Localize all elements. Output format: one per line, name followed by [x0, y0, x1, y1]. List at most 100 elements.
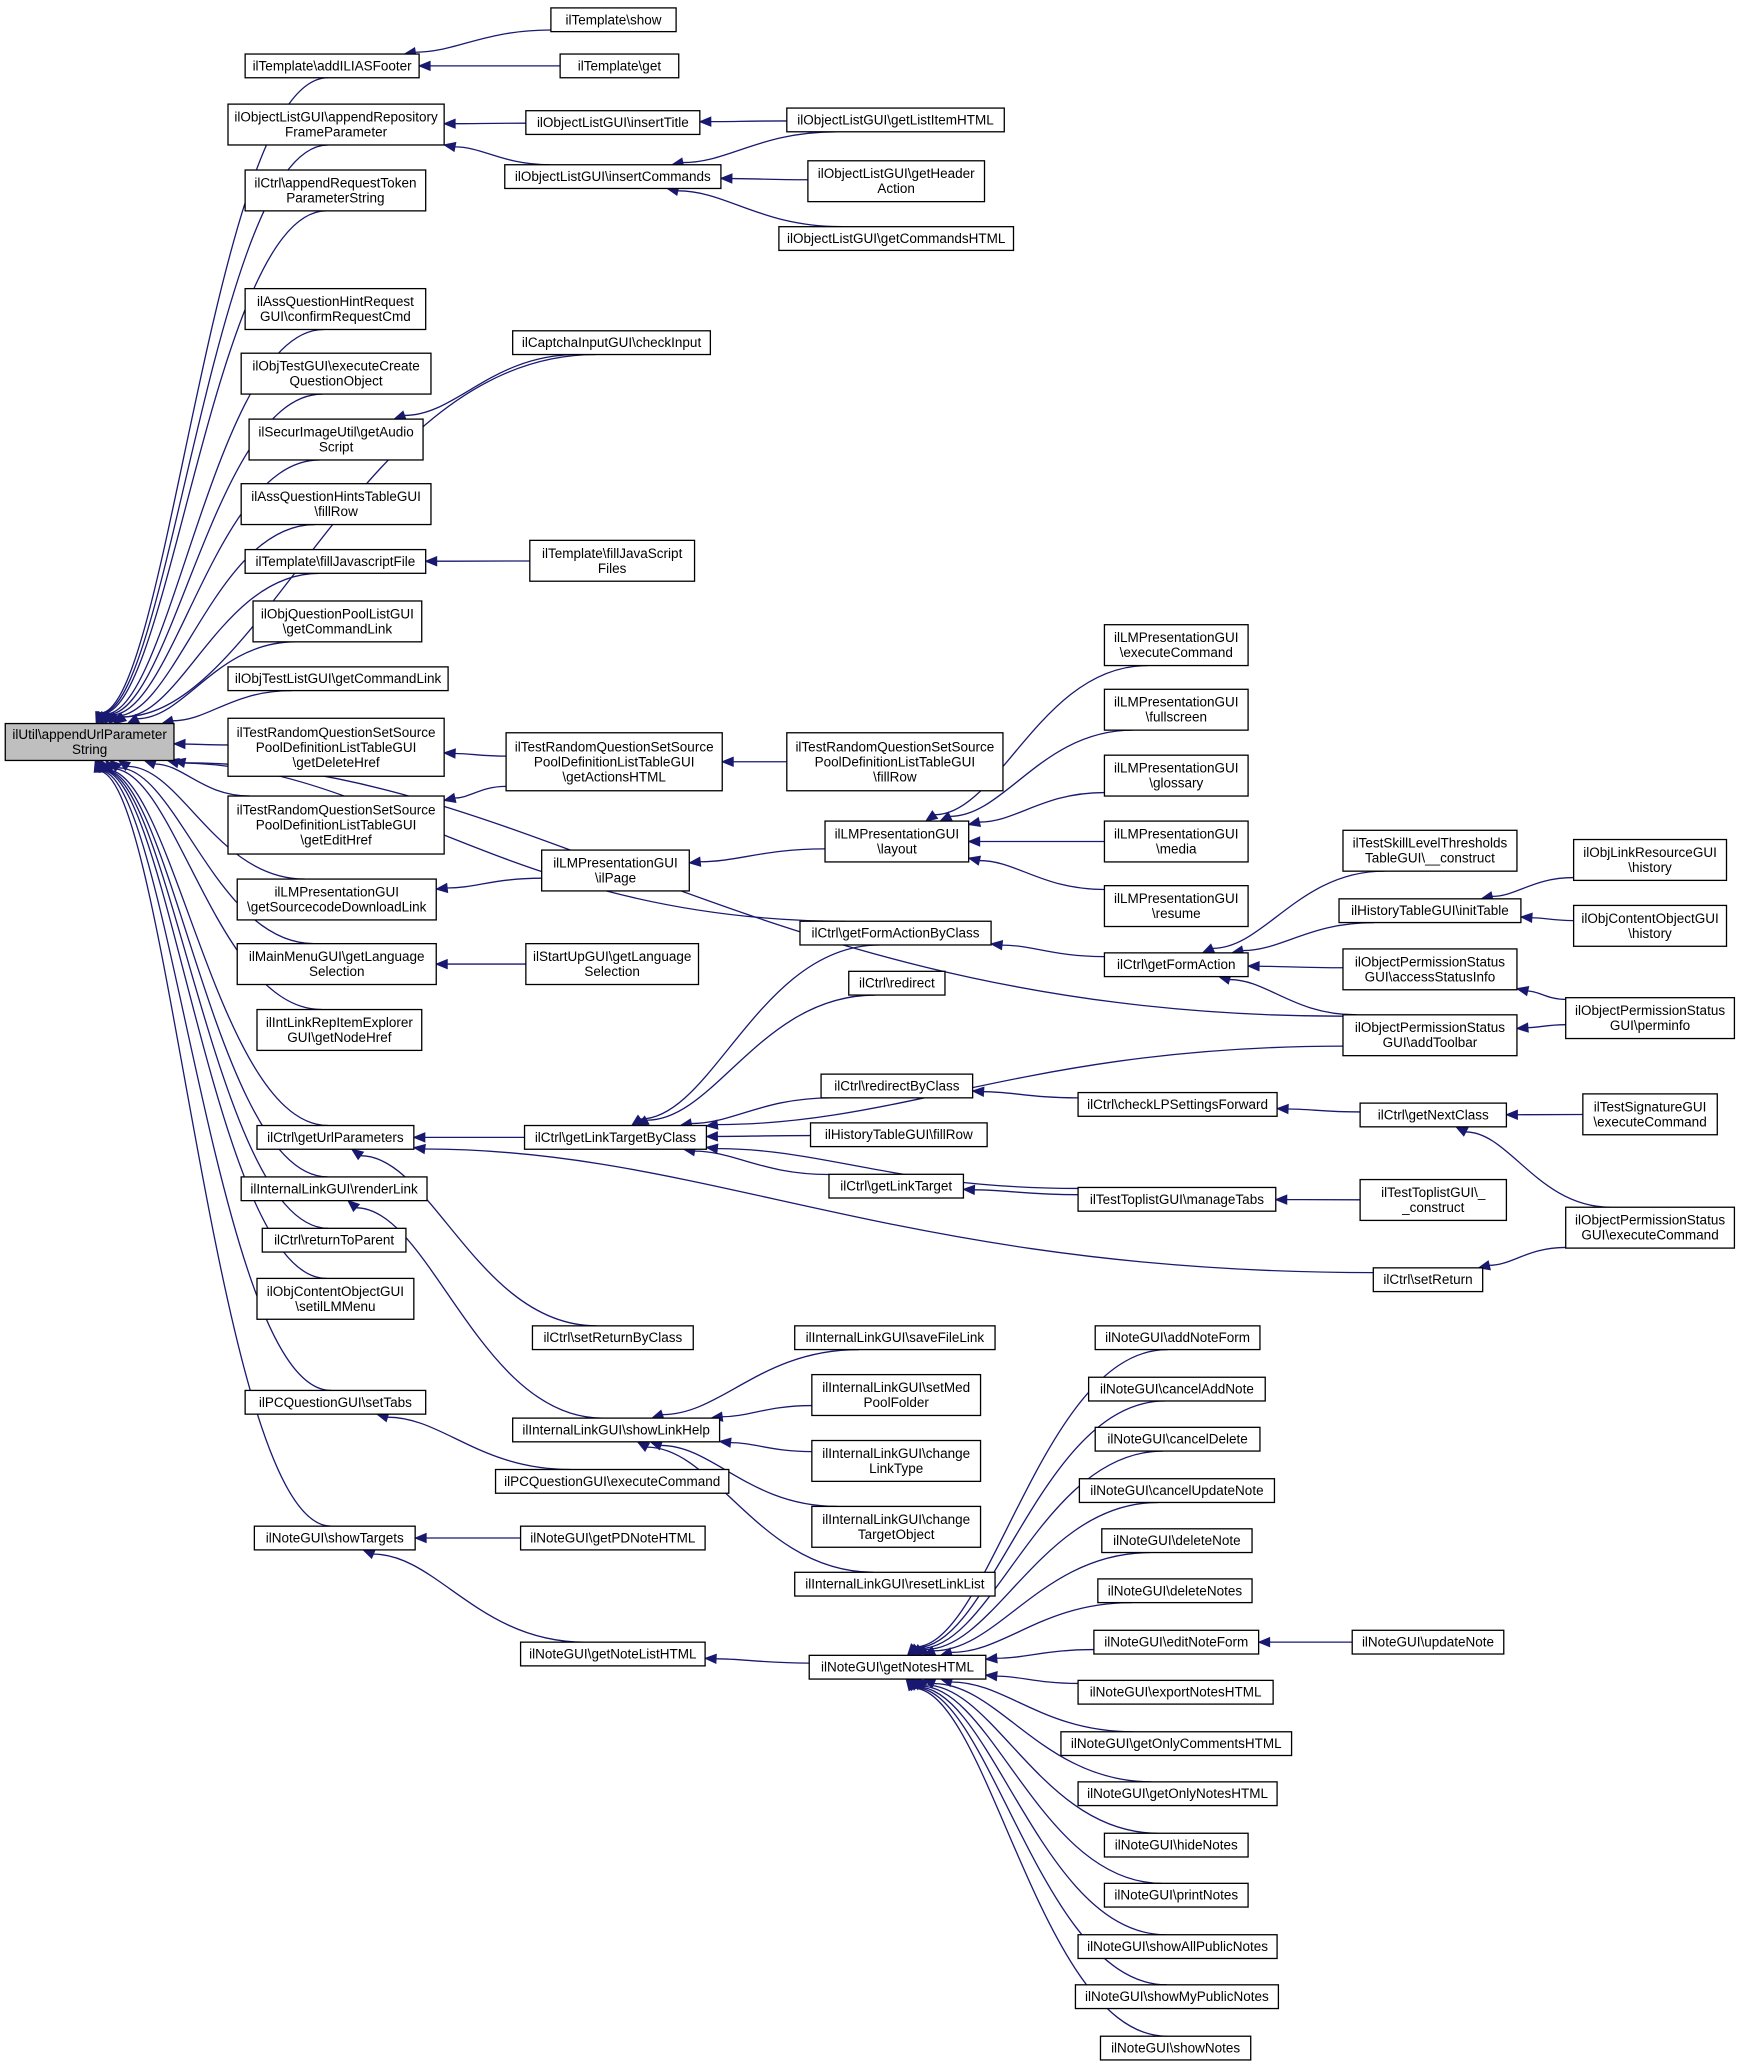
node-box[interactable] — [240, 483, 432, 526]
node-box[interactable] — [240, 352, 432, 395]
node-box[interactable] — [550, 7, 677, 33]
graph-node-n50[interactable]: ilCtrl\redirect — [848, 970, 946, 996]
graph-node-n43[interactable]: ilTestSkillLevelThresholdsTableGUI\__con… — [1342, 829, 1518, 872]
node-box[interactable] — [1103, 1832, 1249, 1858]
node-box[interactable] — [1077, 1679, 1274, 1705]
node-box[interactable] — [519, 1641, 706, 1667]
node-box[interactable] — [1101, 1528, 1253, 1554]
node-box[interactable] — [1077, 1781, 1278, 1807]
node-box[interactable] — [1103, 885, 1249, 928]
graph-node-n87[interactable]: ilNoteGUI\showMyPublicNotes — [1074, 1984, 1280, 2010]
graph-node-n74[interactable]: ilNoteGUI\cancelAddNote — [1087, 1376, 1266, 1402]
graph-node-n72[interactable]: ilNoteGUI\getNotesHTML — [808, 1654, 987, 1680]
node-box[interactable] — [1372, 1267, 1484, 1293]
node-box[interactable] — [504, 164, 722, 190]
graph-node-n28[interactable]: ilObjectListGUI\getCommandsHTML — [778, 226, 1015, 252]
node-box[interactable] — [244, 1389, 427, 1415]
node-box[interactable] — [1099, 2035, 1252, 2061]
node-box[interactable] — [1582, 1093, 1718, 1136]
node-box[interactable] — [1097, 1578, 1253, 1604]
graph-node-n4[interactable]: ilAssQuestionHintRequestGUI\confirmReque… — [244, 287, 427, 331]
node-box[interactable] — [252, 600, 423, 643]
node-box[interactable] — [1572, 904, 1728, 947]
graph-node-n17[interactable]: ilInternalLinkGUI\renderLink — [240, 1176, 428, 1202]
node-box[interactable] — [253, 1525, 416, 1551]
graph-node-n16[interactable]: ilCtrl\getUrlParameters — [256, 1124, 415, 1150]
node-box[interactable] — [1077, 1186, 1277, 1212]
graph-node-n31[interactable]: ilTestRandomQuestionSetSourcePoolDefinit… — [505, 732, 723, 792]
node-box[interactable] — [811, 1373, 982, 1417]
graph-node-n73[interactable]: ilNoteGUI\addNoteForm — [1094, 1325, 1261, 1351]
graph-node-n36[interactable]: ilLMPresentationGUI\fullscreen — [1103, 688, 1249, 731]
graph-node-n71[interactable]: ilNoteGUI\getNoteListHTML — [519, 1641, 706, 1667]
node-box[interactable] — [1342, 948, 1518, 991]
node-box[interactable] — [244, 287, 427, 331]
node-box[interactable] — [1074, 1984, 1280, 2010]
graph-node-n69[interactable]: ilPCQuestionGUI\executeCommand — [494, 1468, 730, 1494]
graph-node-n68[interactable]: ilInternalLinkGUI\resetLinkList — [794, 1571, 996, 1597]
node-box[interactable] — [505, 732, 723, 792]
graph-node-n13[interactable]: ilLMPresentationGUI\getSourcecodeDownloa… — [236, 878, 437, 921]
graph-node-n60[interactable]: ilObjectPermissionStatusGUI\executeComma… — [1565, 1206, 1736, 1249]
graph-node-n70[interactable]: ilNoteGUI\getPDNoteHTML — [519, 1525, 706, 1551]
graph-node-n61[interactable]: ilCtrl\setReturn — [1372, 1267, 1484, 1293]
graph-node-n46[interactable]: ilObjContentObjectGUI\history — [1572, 904, 1728, 947]
graph-node-n57[interactable]: ilCtrl\getLinkTarget — [828, 1173, 965, 1199]
node-box[interactable] — [778, 226, 1015, 252]
graph-node-n38[interactable]: ilLMPresentationGUI\media — [1103, 820, 1249, 863]
node-box[interactable] — [808, 1654, 987, 1680]
graph-node-n11[interactable]: ilTestRandomQuestionSetSourcePoolDefinit… — [227, 717, 445, 777]
node-box[interactable] — [1359, 1178, 1508, 1222]
graph-node-n82[interactable]: ilNoteGUI\getOnlyCommentsHTML — [1060, 1731, 1293, 1757]
graph-node-n37[interactable]: ilLMPresentationGUI\glossary — [1103, 754, 1249, 797]
node-box[interactable] — [541, 849, 690, 892]
node-box[interactable] — [1565, 1206, 1736, 1249]
graph-node-n8[interactable]: ilTemplate\fillJavascriptFile — [244, 548, 427, 574]
node-box[interactable] — [811, 1505, 982, 1548]
graph-node-n77[interactable]: ilNoteGUI\deleteNote — [1101, 1528, 1253, 1554]
node-box[interactable] — [828, 1173, 965, 1199]
node-box[interactable] — [1078, 1478, 1276, 1504]
node-box[interactable] — [1338, 898, 1522, 924]
node-box[interactable] — [531, 1325, 694, 1351]
node-box[interactable] — [1060, 1731, 1293, 1757]
node-box[interactable] — [559, 53, 680, 79]
node-box[interactable] — [786, 107, 1005, 133]
node-box[interactable] — [1342, 829, 1518, 872]
node-box[interactable] — [1351, 1629, 1505, 1655]
graph-node-n85[interactable]: ilNoteGUI\printNotes — [1103, 1882, 1249, 1908]
node-box[interactable] — [227, 666, 449, 692]
graph-node-n47[interactable]: ilObjectPermissionStatusGUI\accessStatus… — [1342, 948, 1518, 991]
node-box[interactable] — [1093, 1629, 1260, 1655]
node-box[interactable] — [248, 418, 424, 461]
node-box[interactable] — [1087, 1376, 1266, 1402]
node-box[interactable] — [1103, 820, 1249, 863]
node-box[interactable] — [1103, 688, 1249, 731]
node-box[interactable] — [1103, 624, 1249, 667]
graph-node-n45[interactable]: ilObjLinkResourceGUI\history — [1572, 838, 1728, 882]
node-box[interactable] — [227, 103, 445, 146]
node-box[interactable] — [256, 1008, 423, 1052]
node-box[interactable] — [244, 169, 427, 212]
node-box[interactable] — [848, 970, 946, 996]
graph-node-n20[interactable]: ilPCQuestionGUI\setTabs — [244, 1389, 427, 1415]
graph-node-n52[interactable]: ilCtrl\checkLPSettingsForward — [1077, 1091, 1278, 1117]
graph-node-n64[interactable]: ilInternalLinkGUI\saveFileLink — [794, 1325, 996, 1351]
node-box[interactable] — [1359, 1102, 1508, 1128]
node-box[interactable] — [519, 1525, 706, 1551]
node-box[interactable] — [236, 878, 437, 921]
graph-node-n44[interactable]: ilHistoryTableGUI\initTable — [1338, 898, 1522, 924]
graph-node-n80[interactable]: ilNoteGUI\updateNote — [1351, 1629, 1505, 1655]
graph-node-n88[interactable]: ilNoteGUI\showNotes — [1099, 2035, 1252, 2061]
node-box[interactable] — [807, 160, 986, 203]
node-box[interactable] — [1077, 1934, 1278, 1960]
